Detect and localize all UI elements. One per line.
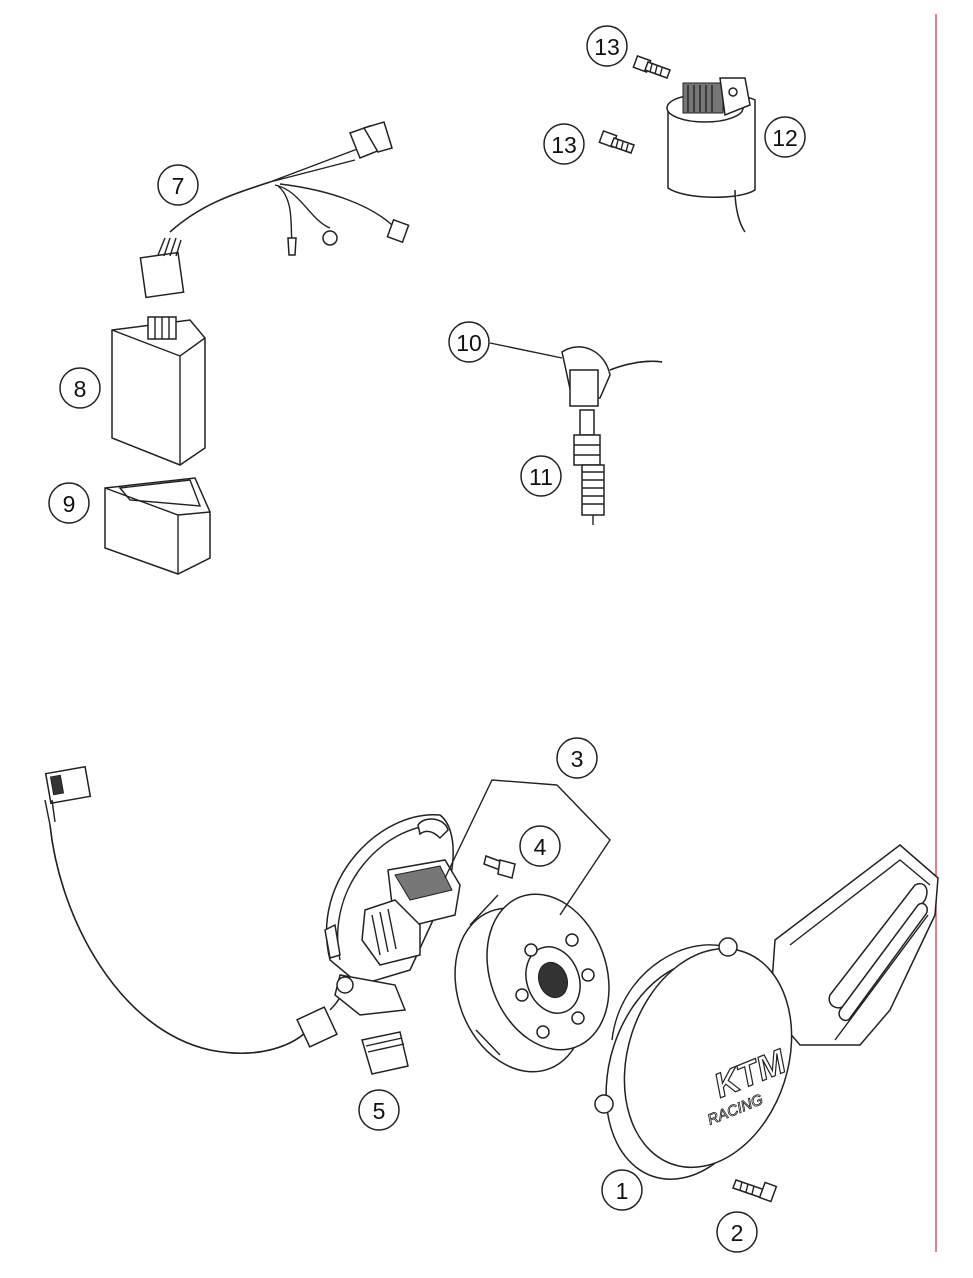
callout-12: 12 [764,116,806,158]
callout-7: 7 [157,164,199,206]
rubber-holder-part-9 [104,477,211,575]
screw-part-13-lower [598,130,635,154]
callout-11: 11 [520,455,562,497]
callout-1: 1 [601,1169,643,1211]
ignition-coil-part-12 [666,77,756,233]
callout-label-7: 7 [172,173,185,199]
callout-label-8: 8 [74,376,87,402]
ignition-cover-part-1: KTM RACING [594,844,939,1180]
cdi-unit-part-8 [111,316,206,466]
callout-label-2: 2 [731,1220,744,1246]
callout-4: 4 [519,825,561,867]
screw-part-2 [732,1179,778,1203]
clamp-part-5 [361,1031,409,1075]
stator-plate [324,814,461,1016]
callout-label-1: 1 [616,1178,629,1204]
spark-plug-part-11 [573,409,605,525]
flywheel-rotor-part-3 [454,893,610,1073]
callout-label-11: 11 [529,464,553,490]
callout-label-3: 3 [571,746,584,772]
callout-8: 8 [59,367,101,409]
callout-10: 10 [448,321,490,363]
callout-label-4: 4 [534,834,547,860]
callout-label-12: 12 [772,125,798,151]
callout-13-lower: 13 [543,123,585,165]
callout-label-5: 5 [373,1098,386,1124]
stator-cable [44,765,346,1054]
screw-part-4 [483,855,516,879]
callout-label-9: 9 [63,491,76,517]
callout-5: 5 [358,1089,400,1131]
wiring-harness-part-7 [139,121,410,299]
screw-part-13-upper [632,55,671,79]
callout-label-10: 10 [456,330,482,356]
callout-13-upper: 13 [586,25,628,67]
spark-plug-cap-part-10 [489,342,663,407]
leader-lines-part-3 [444,779,611,916]
callout-label-13-lower: 13 [551,132,577,158]
callout-label-13-upper: 13 [594,34,620,60]
callout-2: 2 [716,1211,758,1253]
callout-9: 9 [48,482,90,524]
callout-3: 3 [556,737,598,779]
